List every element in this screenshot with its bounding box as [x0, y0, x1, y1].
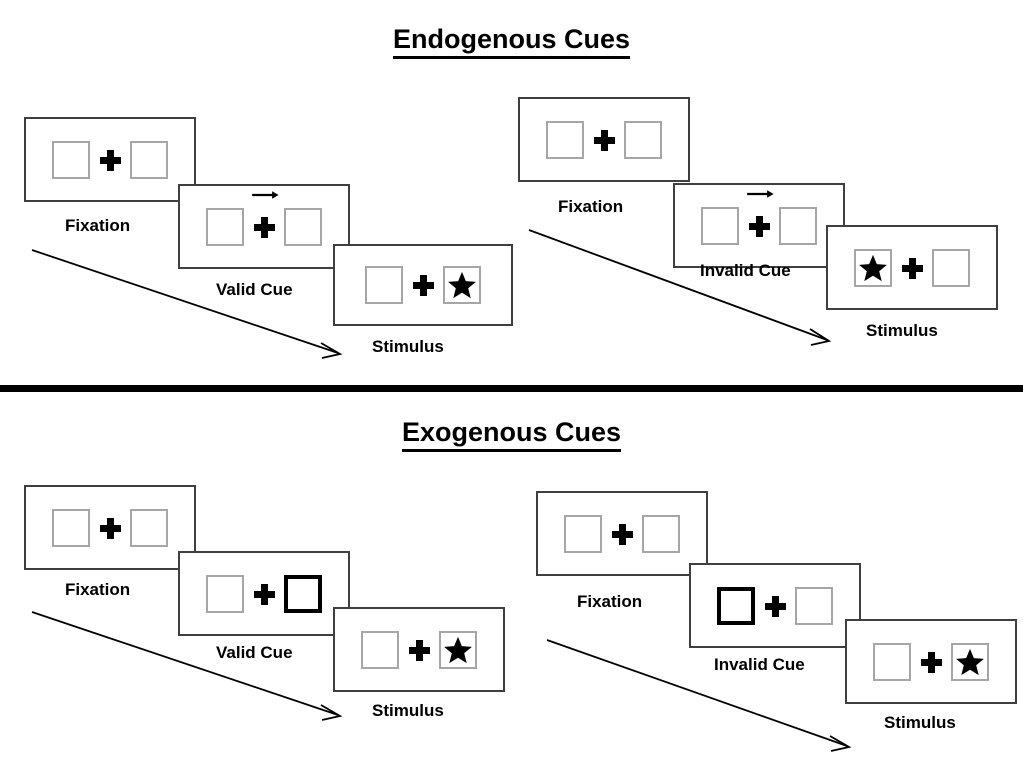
frame-content [361, 629, 477, 671]
frame-content [701, 189, 817, 247]
left-box [361, 630, 399, 669]
fixation-cross-container [244, 190, 284, 248]
fixation-cross-container [602, 513, 642, 555]
frame-content [206, 573, 322, 615]
plus-icon [765, 595, 786, 617]
fixation-cross-container [403, 264, 443, 306]
frame-content [717, 585, 833, 627]
right-box [130, 140, 168, 179]
panel-exogenous-invalid-fixation [536, 491, 708, 576]
right-box [779, 206, 817, 245]
plus-icon [409, 639, 430, 661]
right-box-cued [284, 574, 322, 613]
time-arrow-exogenous-invalid [545, 638, 865, 758]
caption-exogenous-valid-stimulus: Stimulus [372, 701, 444, 720]
left-box [365, 266, 403, 304]
left-box [52, 508, 90, 547]
right-box [932, 248, 970, 287]
frame-content [546, 119, 662, 161]
plus-icon [254, 583, 275, 605]
caption-endogenous-valid-fixation: Fixation [65, 216, 131, 235]
section-title-endogenous: Endogenous Cues [0, 24, 1023, 59]
fixation-cross-container [911, 641, 951, 683]
left-box [206, 574, 244, 613]
caption-endogenous-valid-stimulus: Stimulus [372, 337, 444, 356]
right-box [439, 630, 477, 669]
frame-content [52, 507, 168, 549]
panel-endogenous-invalid-cue [673, 183, 845, 268]
fixation-cross-container [755, 585, 795, 627]
left-box [854, 248, 892, 287]
panel-exogenous-valid-cue [178, 551, 350, 636]
caption-endogenous-invalid-fixation: Fixation [558, 197, 624, 216]
star-icon [443, 635, 473, 665]
fixation-cross-container [739, 189, 779, 247]
left-box [701, 206, 739, 245]
caption-exogenous-invalid-stimulus: Stimulus [884, 713, 956, 732]
plus-icon [921, 651, 942, 673]
panel-endogenous-invalid-stimulus [826, 225, 998, 310]
plus-icon [100, 517, 121, 539]
plus-icon [100, 149, 121, 171]
panel-endogenous-valid-stimulus [333, 244, 513, 326]
frame-content [365, 264, 481, 306]
right-box [284, 207, 322, 246]
star-icon [447, 270, 477, 300]
caption-endogenous-valid-cue: Valid Cue [216, 280, 293, 299]
panel-exogenous-valid-fixation [24, 485, 196, 570]
arrow-right-icon [746, 188, 774, 200]
fixation-cross-container [892, 247, 932, 289]
caption-endogenous-invalid-stimulus: Stimulus [866, 321, 938, 340]
section-title-exogenous-text: Exogenous Cues [401, 417, 622, 452]
plus-icon [749, 215, 770, 237]
caption-exogenous-valid-cue: Valid Cue [216, 643, 293, 662]
caption-exogenous-invalid-fixation: Fixation [577, 592, 643, 611]
right-box [443, 266, 481, 304]
fixation-cross-container [90, 139, 130, 181]
fixation-cross-container [584, 119, 624, 161]
frame-content [873, 641, 989, 683]
plus-icon [612, 523, 633, 545]
panel-exogenous-invalid-stimulus [845, 619, 1017, 704]
plus-icon [413, 275, 434, 296]
caption-endogenous-invalid-cue: Invalid Cue [700, 261, 791, 280]
fixation-cross-container [399, 629, 439, 671]
right-box [130, 508, 168, 547]
section-divider [0, 385, 1023, 392]
panel-endogenous-invalid-fixation [518, 97, 690, 182]
frame-content [52, 139, 168, 181]
fixation-cross-container [90, 507, 130, 549]
left-box [546, 120, 584, 159]
frame-content [854, 247, 970, 289]
left-box-cued [717, 586, 755, 625]
section-title-exogenous: Exogenous Cues [0, 417, 1023, 452]
right-box [642, 514, 680, 553]
fixation-cross-container [244, 573, 284, 615]
arrow-right-icon [251, 189, 279, 201]
panel-endogenous-valid-fixation [24, 117, 196, 202]
caption-exogenous-invalid-cue: Invalid Cue [714, 655, 805, 674]
panel-exogenous-valid-stimulus [333, 607, 505, 692]
star-icon [858, 253, 888, 283]
right-box [795, 586, 833, 625]
frame-content [564, 513, 680, 555]
left-box [52, 140, 90, 179]
panel-exogenous-invalid-cue [689, 563, 861, 648]
plus-icon [254, 216, 275, 238]
caption-exogenous-valid-fixation: Fixation [65, 580, 131, 599]
right-box [624, 120, 662, 159]
right-box [951, 642, 989, 681]
plus-icon [594, 129, 615, 151]
plus-icon [902, 257, 923, 279]
star-icon [955, 647, 985, 677]
left-box [206, 207, 244, 246]
left-box [564, 514, 602, 553]
panel-endogenous-valid-cue [178, 184, 350, 269]
section-title-endogenous-text: Endogenous Cues [392, 24, 630, 59]
left-box [873, 642, 911, 681]
frame-content [206, 190, 322, 248]
